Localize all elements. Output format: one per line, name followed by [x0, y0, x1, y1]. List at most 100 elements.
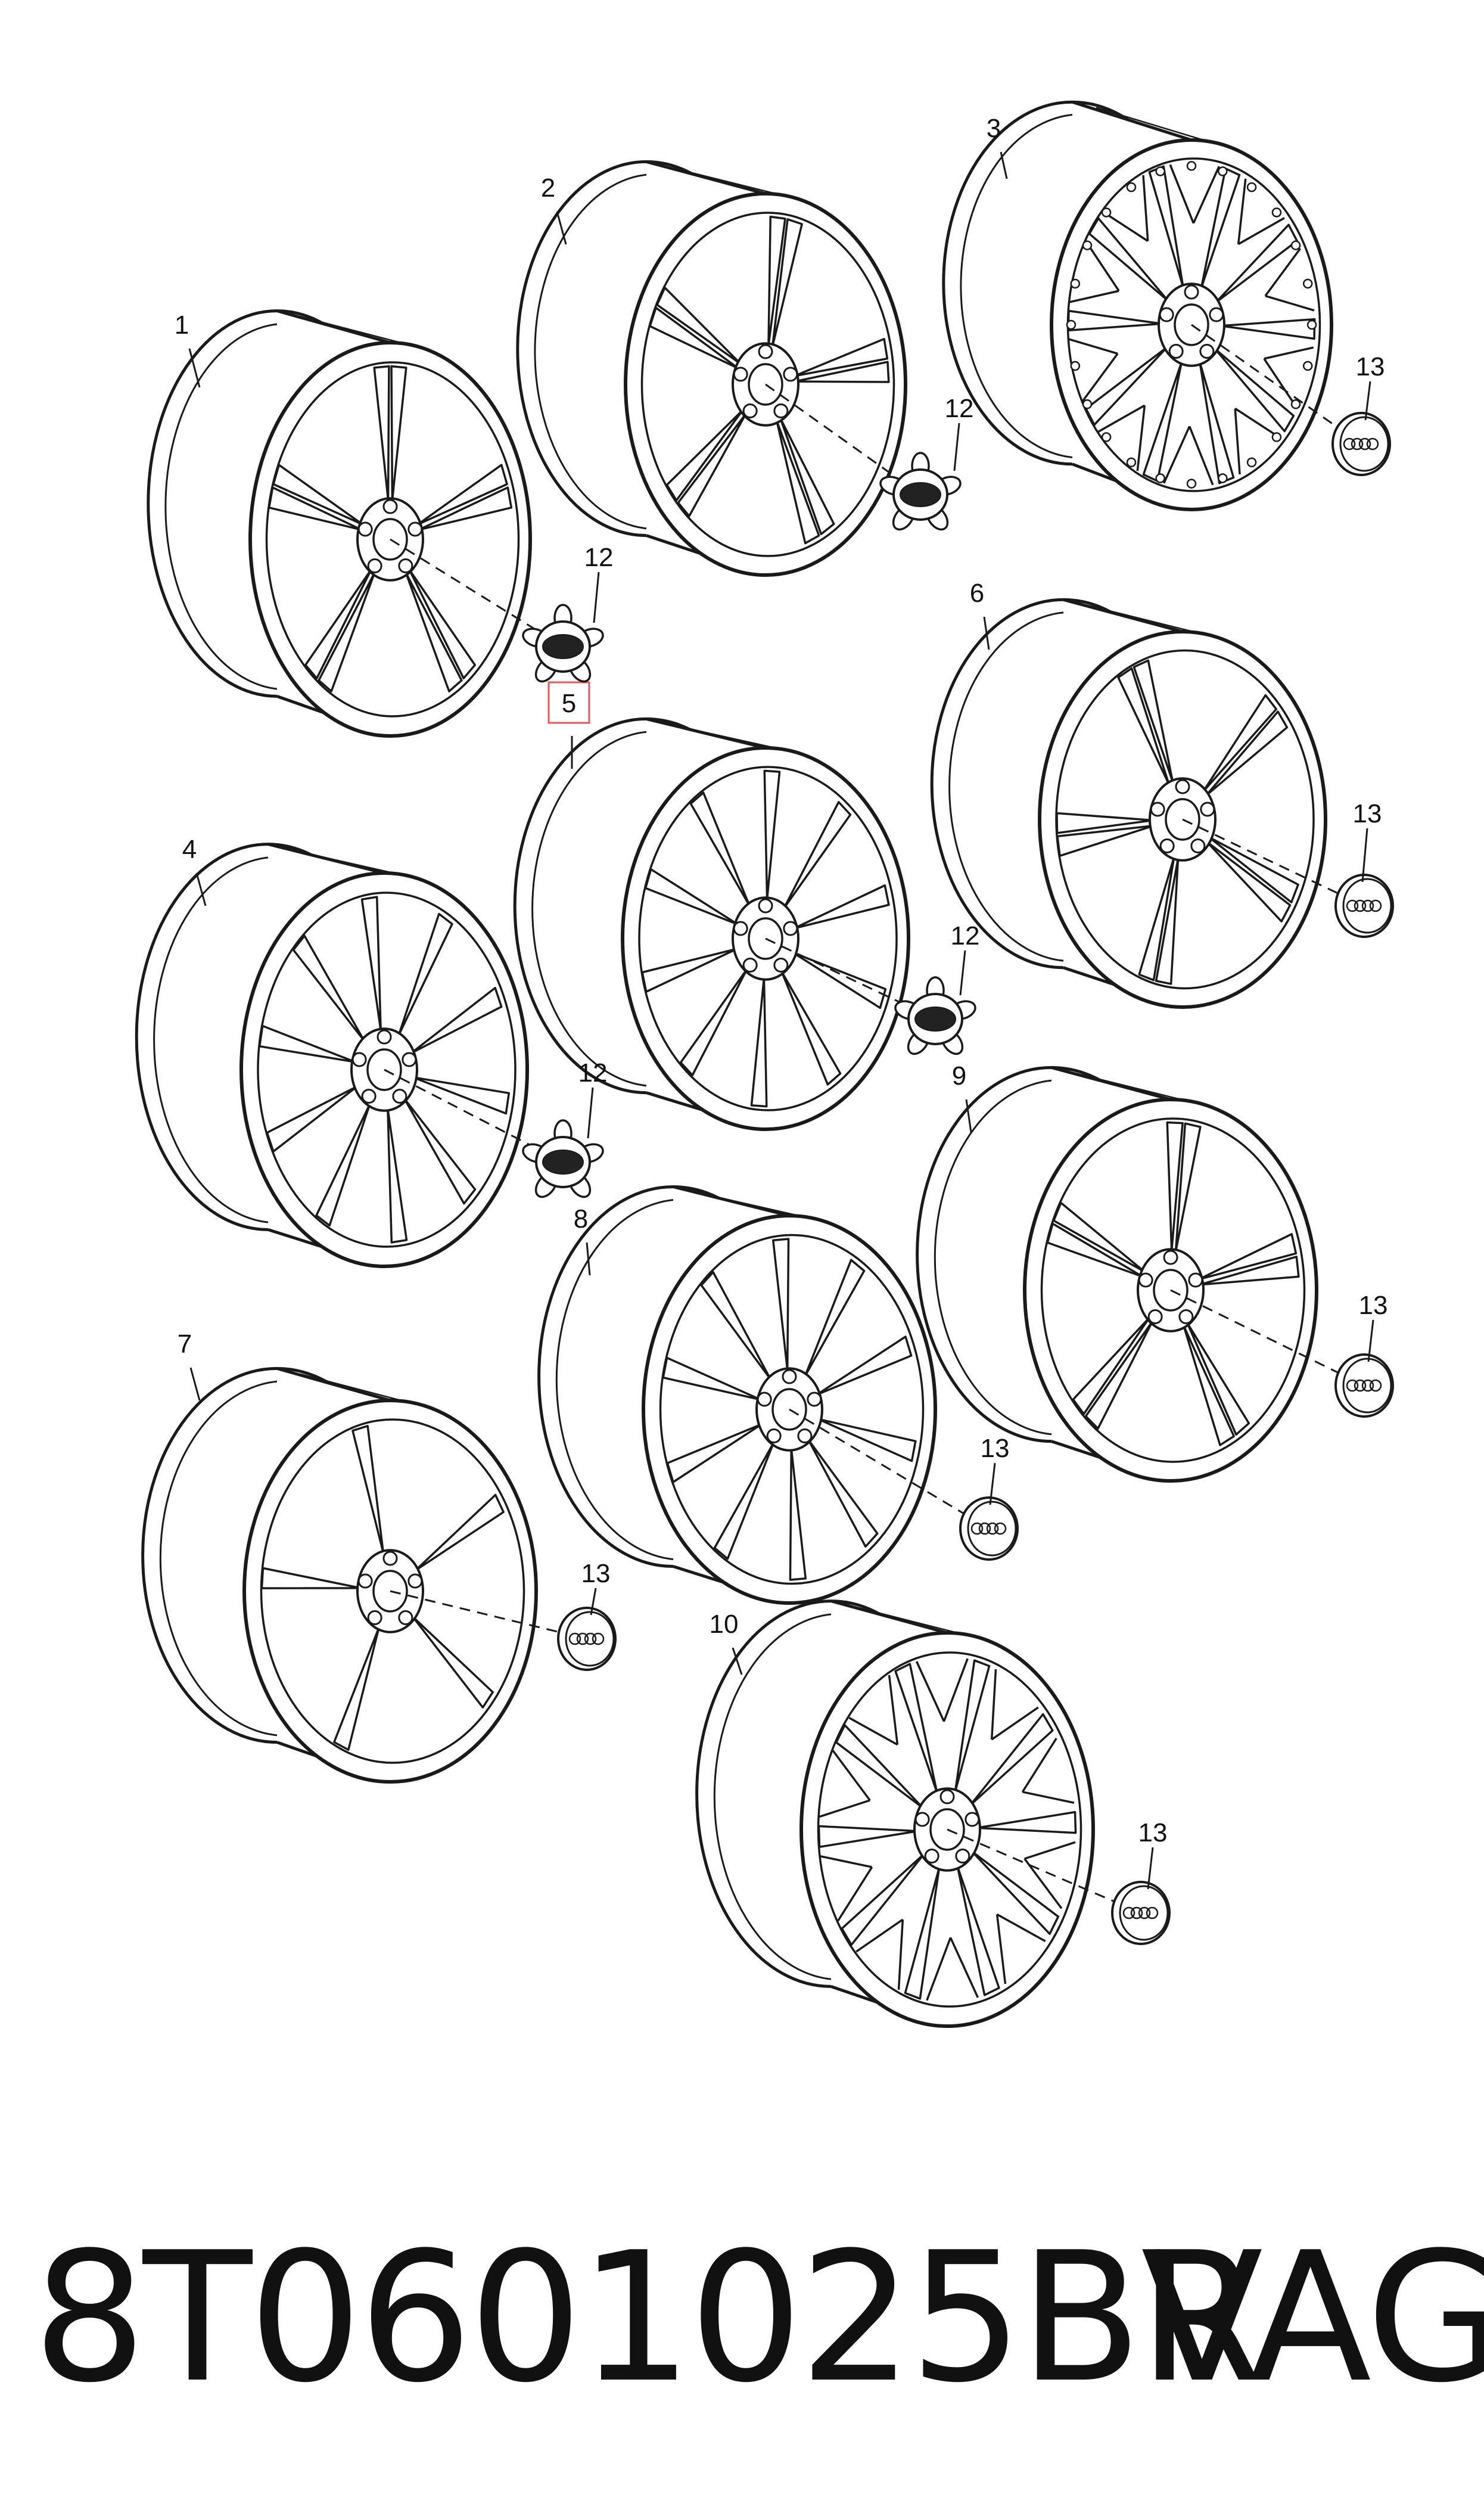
- label-leader: [189, 1367, 201, 1401]
- cap-13: 13: [557, 1559, 617, 1671]
- lug-bolt-hole: [1178, 1309, 1194, 1324]
- lug-bolt-hole: [357, 521, 373, 537]
- wheel-spoke: [1142, 361, 1183, 482]
- cap-label-12: 12: [584, 543, 614, 572]
- wheel-spoke: [1085, 346, 1168, 426]
- cap-label-13: 13: [1353, 799, 1382, 828]
- lug-bolt-hole: [402, 1052, 417, 1067]
- wheel-spoke: [414, 1493, 505, 1572]
- rim-rivet: [1126, 457, 1137, 468]
- lug-bolt-hole: [1199, 343, 1215, 359]
- cap-rings-icon: [1343, 437, 1356, 451]
- lug-bolt-hole: [357, 1573, 373, 1589]
- cap-rings-icon: [592, 1632, 605, 1645]
- lug-bolt-hole: [742, 957, 758, 973]
- cap-face: [565, 1611, 615, 1667]
- wheel-spoke: [1208, 835, 1299, 903]
- rim-rivet: [1246, 182, 1257, 192]
- wheel-spoke: [1133, 659, 1174, 784]
- wheel-spoke-branch: [1237, 178, 1285, 246]
- lug-bolt-hole: [1184, 284, 1199, 300]
- wheel-spoke: [816, 1335, 913, 1396]
- lug-bolt-hole: [1200, 802, 1215, 817]
- label-leader: [983, 616, 990, 650]
- wheel-spoke: [1088, 217, 1169, 302]
- cap-rings-icon: [1346, 1379, 1359, 1392]
- label-leader: [1000, 151, 1008, 179]
- cap-emblem: [900, 482, 941, 507]
- wheel-label-10: 10: [710, 1610, 739, 1639]
- cap-rings-icon: [1346, 899, 1359, 912]
- lug-bolt-hole: [392, 1088, 407, 1104]
- rim-barrel-top: [673, 1185, 790, 1217]
- wheel-spoke: [969, 1713, 1054, 1806]
- rim-rivet: [1290, 399, 1301, 409]
- wheel-10: 10: [695, 1599, 1141, 2028]
- wheel-spoke: [689, 791, 751, 907]
- wheel-spoke-branch: [1023, 1841, 1076, 1909]
- wheel-spoke: [641, 948, 738, 993]
- rim-barrel-ridge: [1087, 604, 1201, 635]
- cap-leader: [959, 950, 966, 996]
- cap-rings-icon: [994, 1522, 1007, 1535]
- lug-bolt-hole: [733, 366, 748, 382]
- lug-bolt-hole: [1147, 1309, 1163, 1324]
- rim-barrel-ridge: [696, 1192, 808, 1219]
- cap-face: [1119, 1885, 1169, 1941]
- wheel-spoke-branch: [1169, 164, 1220, 224]
- wheel-spoke: [416, 464, 508, 526]
- wheel-spoke: [1056, 812, 1155, 834]
- wheel-spoke: [1138, 856, 1175, 981]
- rim-face-inner: [1040, 1117, 1306, 1463]
- wheel-spoke: [397, 912, 453, 1037]
- wheel-spoke-branch: [1102, 175, 1149, 242]
- wheel-8: 8: [537, 1185, 990, 1605]
- cap-rings-icon: [576, 1632, 589, 1645]
- label-leader: [732, 1647, 743, 1675]
- wheel-spoke: [266, 1085, 359, 1153]
- wheel-spoke: [408, 568, 476, 679]
- rim-barrel-top: [267, 843, 385, 875]
- wheel-spoke: [1174, 1122, 1202, 1253]
- lug-bolt-hole: [955, 1848, 970, 1863]
- lug-bolt-hole: [407, 1573, 423, 1589]
- wheel-spoke: [1053, 1201, 1146, 1273]
- wheel-spoke: [1072, 1316, 1151, 1415]
- cap-leader: [953, 423, 960, 471]
- lug-bolt-hole: [1159, 838, 1175, 853]
- lug-bolt-hole: [939, 1789, 955, 1804]
- rim-face-inner: [638, 766, 898, 1111]
- wheel-spoke: [656, 286, 742, 365]
- rim-rivet: [1126, 182, 1137, 192]
- cap-rings-icon: [1138, 1906, 1151, 1919]
- wheel-label-3: 3: [987, 114, 1001, 143]
- wheel-spoke: [975, 1811, 1077, 1834]
- lug-bolt-hole: [407, 521, 423, 537]
- wheel-spoke: [412, 1076, 511, 1115]
- rim-rivet: [1070, 278, 1081, 289]
- wheel-spoke: [792, 951, 887, 1010]
- lug-bolt-hole: [382, 1551, 398, 1566]
- wheel-2: 2: [516, 160, 921, 577]
- cap-12: 12: [894, 921, 979, 1055]
- cap-rings-icon: [1358, 437, 1371, 451]
- lug-bolt-hole: [1163, 1250, 1178, 1265]
- brand-name: VAG: [1141, 2214, 1484, 2422]
- cap-label-13: 13: [1138, 1818, 1168, 1847]
- rim-face-inner: [260, 1418, 525, 1764]
- wheel-spoke-branch: [926, 1937, 979, 2001]
- cap-13: 13: [1334, 799, 1394, 938]
- wheel-spoke: [333, 1626, 380, 1751]
- wheel-spoke: [418, 486, 513, 531]
- rim-rivet: [1246, 457, 1257, 468]
- wheel-spoke: [662, 1356, 762, 1401]
- wheel-spoke-branch: [1098, 404, 1146, 471]
- wheel-spoke: [1183, 1324, 1235, 1446]
- rim-rivet: [1271, 207, 1282, 218]
- axis-line: [765, 937, 936, 1020]
- rim-barrel-top: [1051, 1066, 1171, 1101]
- axis-line: [1170, 1289, 1365, 1387]
- rim-rivet: [1101, 207, 1112, 218]
- cap-leader: [1361, 828, 1368, 883]
